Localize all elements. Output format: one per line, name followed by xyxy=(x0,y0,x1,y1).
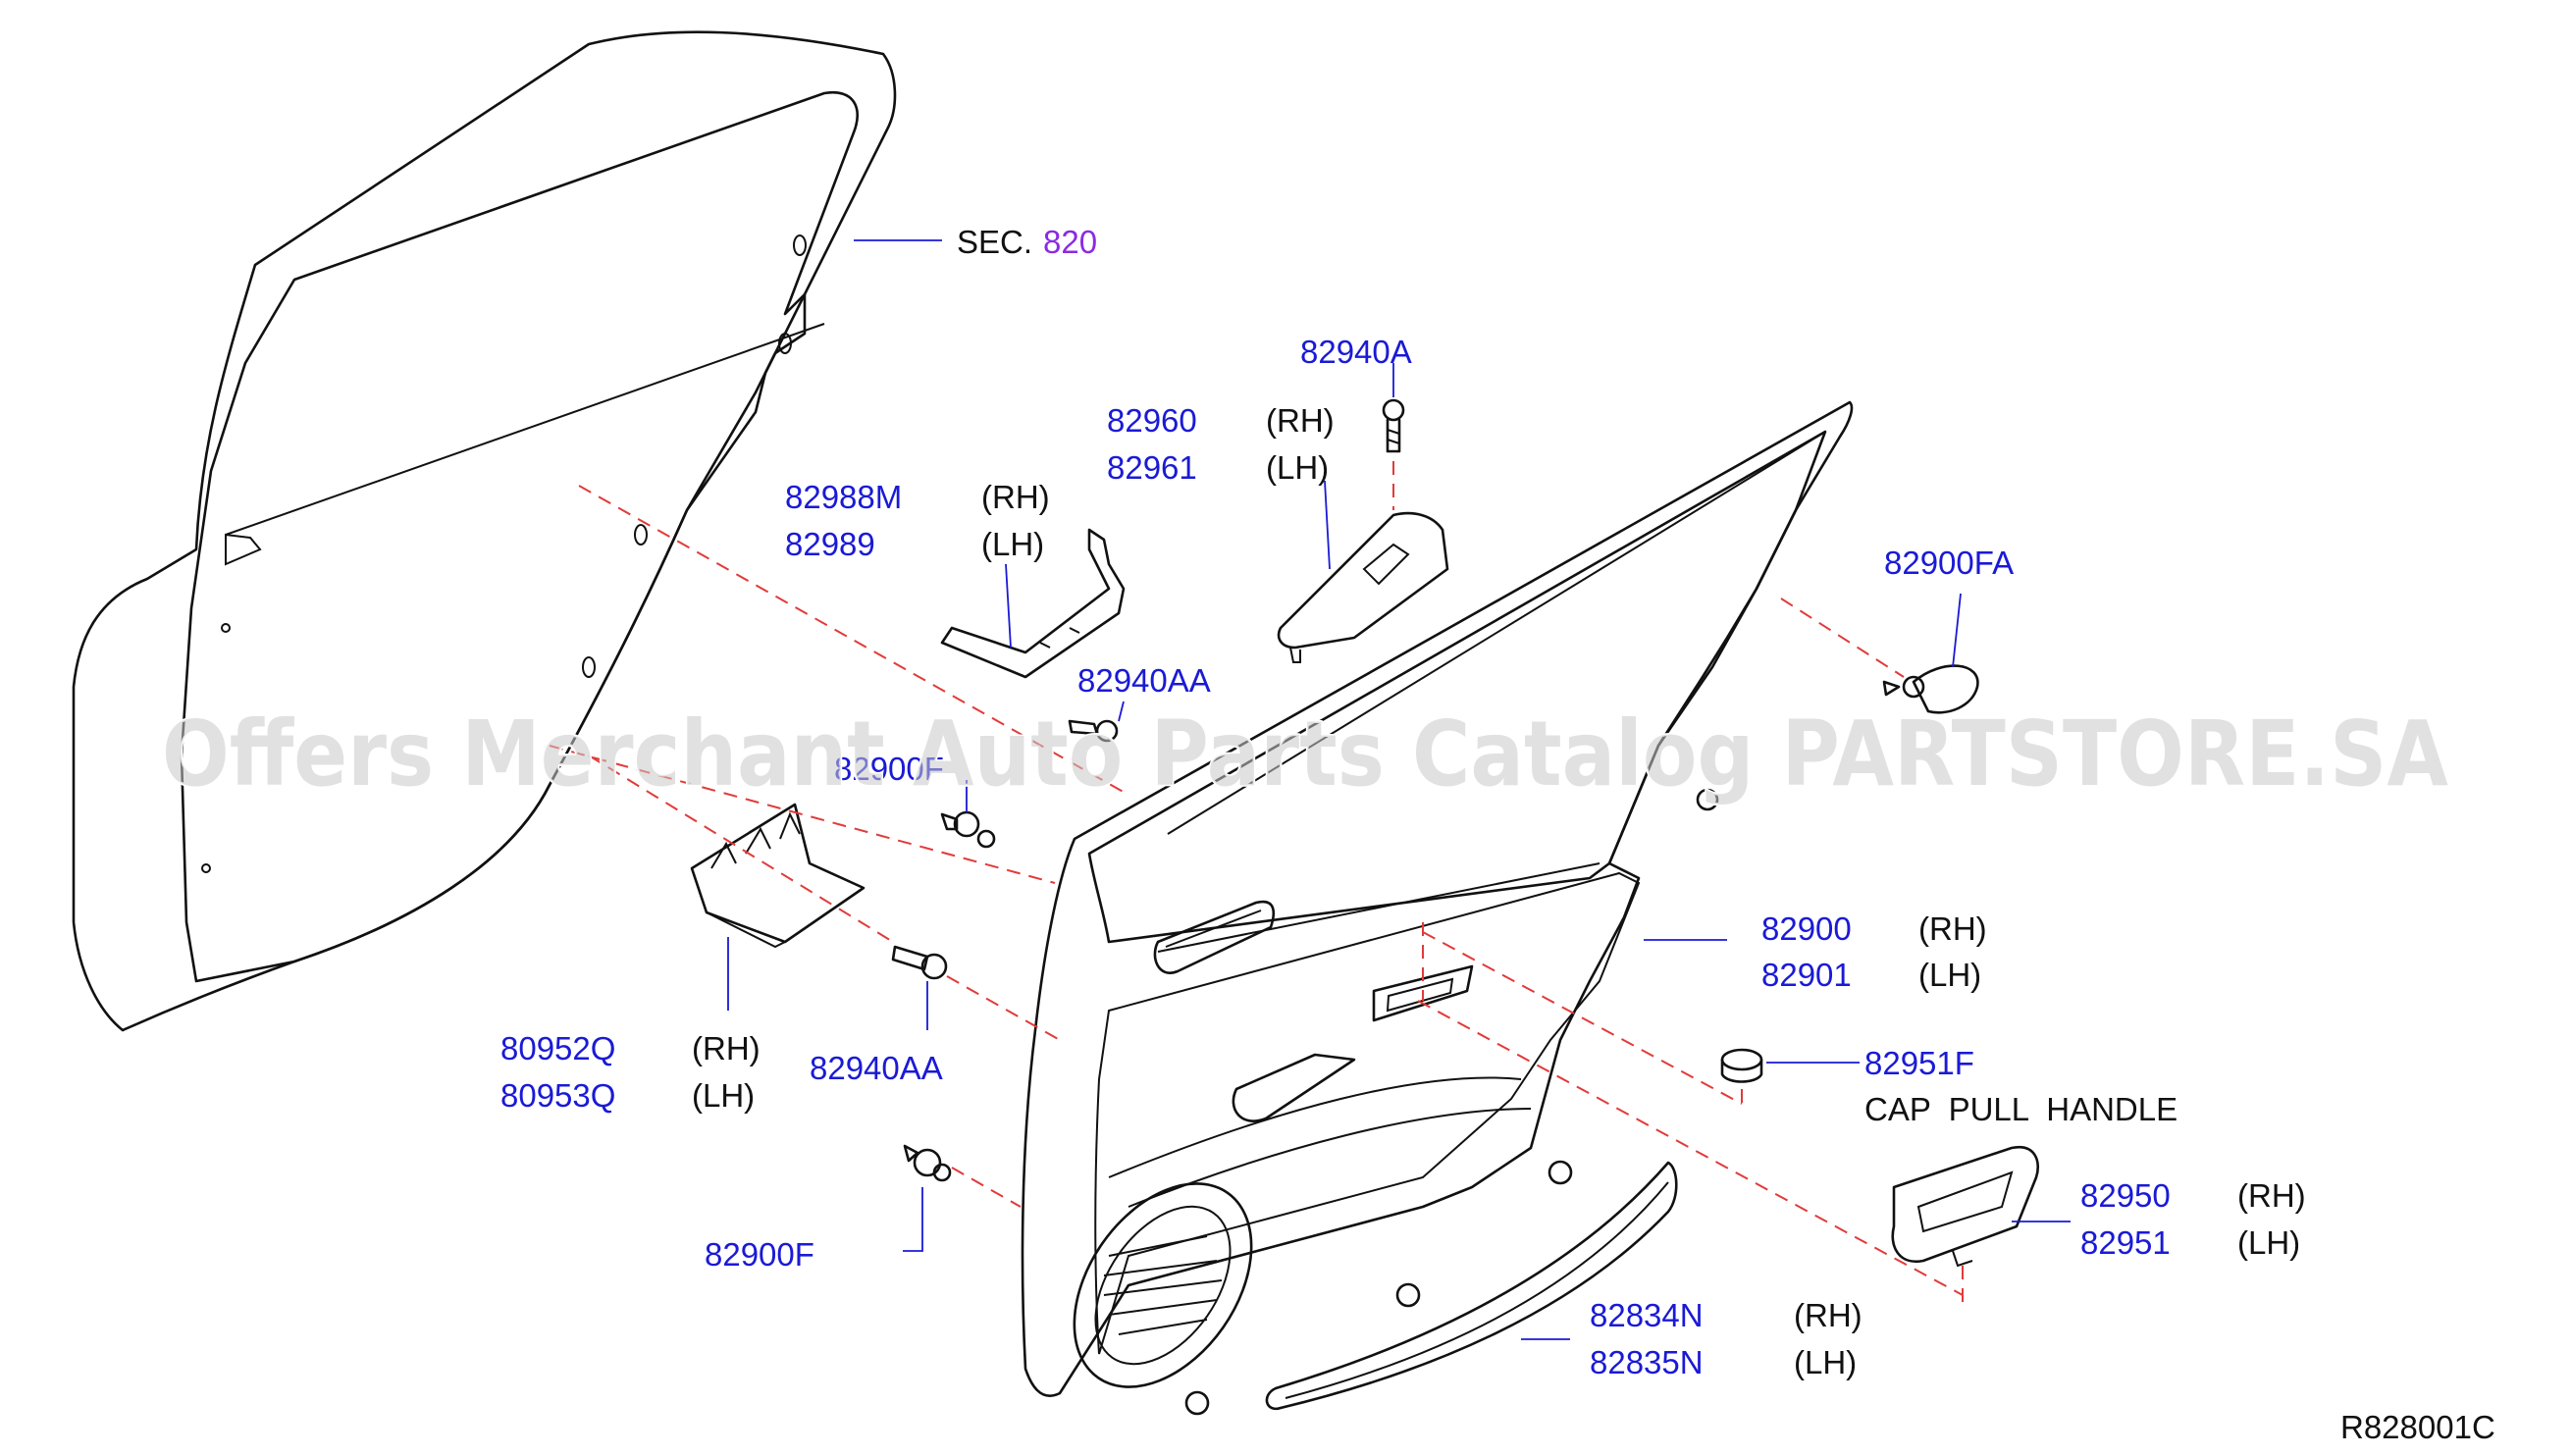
label-sec-number: 820 xyxy=(1043,224,1097,260)
part-number-80952Q[interactable]: 80952Q xyxy=(500,1030,615,1066)
part-number-82950[interactable]: 82950 xyxy=(2080,1177,2171,1214)
watermark: Offers Merchant Auto Parts Catalog PARTS… xyxy=(162,702,2448,806)
part-number-82900[interactable]: 82900 xyxy=(1761,910,1852,947)
part-note-82988M: (RH) xyxy=(981,479,1050,515)
part-number-82901[interactable]: 82901 xyxy=(1761,957,1852,993)
part-number-82960[interactable]: 82960 xyxy=(1107,402,1197,439)
clip-82900F-low xyxy=(903,1144,952,1182)
pull-handle xyxy=(1891,1145,2040,1268)
part-number-82951[interactable]: 82951 xyxy=(2080,1224,2171,1261)
part-note-82950: (RH) xyxy=(2237,1177,2306,1214)
cap-pull-handle xyxy=(1720,1048,1763,1083)
part-note-82951: (LH) xyxy=(2237,1224,2300,1261)
drawing-code: R828001C xyxy=(2340,1409,2495,1445)
leader-82900F xyxy=(903,1187,923,1252)
door-shell xyxy=(72,30,897,1032)
part-note-82960: (RH) xyxy=(1266,402,1335,439)
part-note-82900: (RH) xyxy=(1918,910,1987,947)
part-note-82834N: (RH) xyxy=(1794,1297,1863,1333)
part-number-82835N[interactable]: 82835N xyxy=(1590,1344,1704,1380)
part-number-82940A[interactable]: 82940A xyxy=(1300,334,1412,370)
part-note-82835N: (LH) xyxy=(1794,1344,1857,1380)
leader-82988M xyxy=(1005,563,1012,649)
clip-82900F-mid xyxy=(940,810,996,849)
switch-finisher xyxy=(1277,511,1449,663)
part-number-82940AA-low[interactable]: 82940AA xyxy=(810,1050,943,1086)
part-number-82988M[interactable]: 82988M xyxy=(785,479,902,515)
part-number-82834N[interactable]: 82834N xyxy=(1590,1297,1704,1333)
screw-82940AA-low xyxy=(891,945,948,980)
leader-82960 xyxy=(1324,480,1331,570)
leader-82900FA xyxy=(1952,593,1962,668)
label-sec-prefix: SEC. xyxy=(957,224,1032,260)
leader-82940AA-top xyxy=(1118,701,1125,722)
part-number-82900FA[interactable]: 82900FA xyxy=(1884,545,2014,581)
bracket xyxy=(940,528,1126,679)
part-note-82961: (LH) xyxy=(1266,449,1329,486)
weatherstrip xyxy=(1265,1161,1678,1411)
centerlines xyxy=(549,461,1964,1305)
clip-bracket xyxy=(690,803,866,949)
part-note-82901: (LH) xyxy=(1918,957,1981,993)
part-note-82951F: CAP PULL HANDLE xyxy=(1864,1091,2177,1127)
part-number-82989[interactable]: 82989 xyxy=(785,526,875,562)
part-number-82961[interactable]: 82961 xyxy=(1107,449,1197,486)
part-note-80952Q: (RH) xyxy=(692,1030,761,1066)
clip-82900FA xyxy=(1882,664,1979,714)
part-note-82989: (LH) xyxy=(981,526,1044,562)
part-number-80953Q[interactable]: 80953Q xyxy=(500,1077,615,1114)
screw-82940AA-top xyxy=(1068,719,1119,743)
part-number-82940AA-top[interactable]: 82940AA xyxy=(1077,662,1211,699)
part-note-80953Q: (LH) xyxy=(692,1077,755,1114)
extra-clips xyxy=(1184,788,1719,1416)
part-number-82900F-partial[interactable]: 82900F xyxy=(834,751,944,787)
part-number-82900F[interactable]: 82900F xyxy=(705,1236,814,1273)
screw-82940A xyxy=(1382,398,1405,453)
door-trim-panel xyxy=(1021,400,1854,1397)
part-number-82951F[interactable]: 82951F xyxy=(1864,1045,1974,1081)
